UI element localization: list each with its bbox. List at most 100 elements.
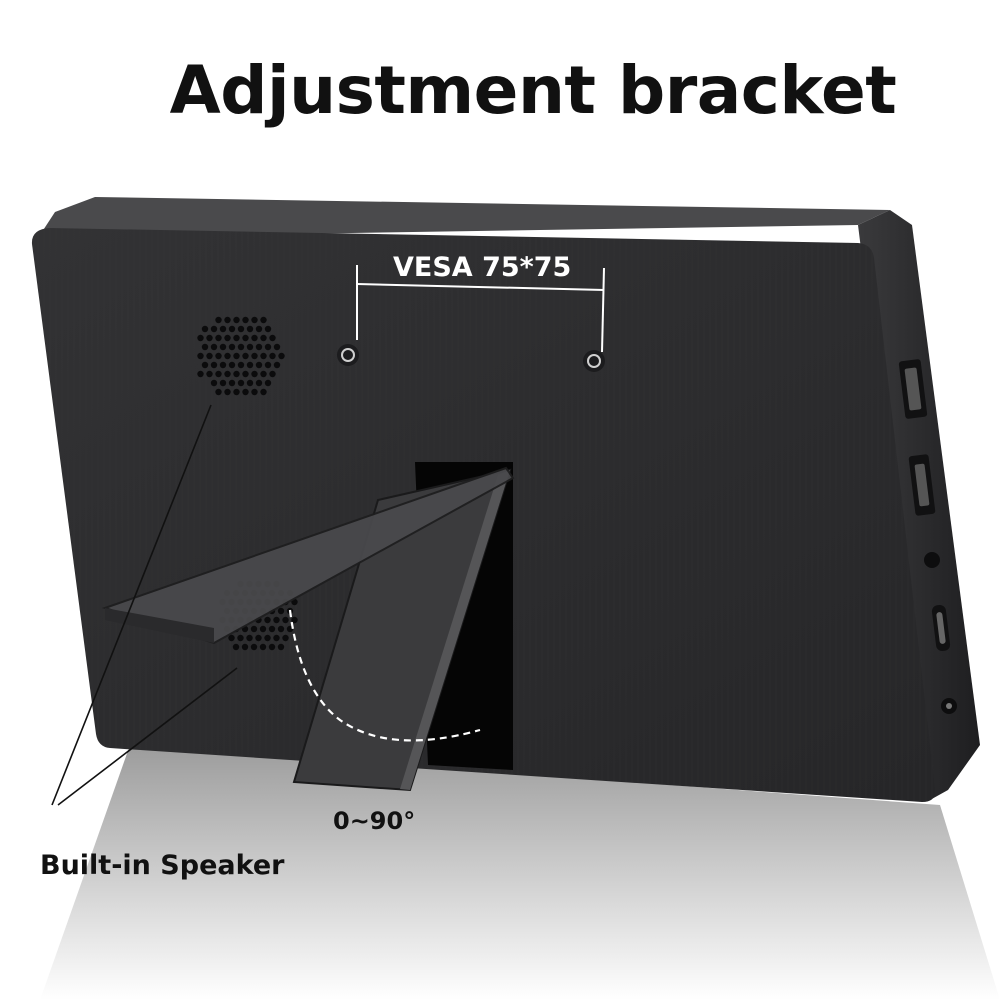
angle-arc (288, 609, 481, 742)
speaker-hole (224, 388, 231, 396)
speaker-grille-top (197, 316, 285, 396)
speaker-hole (210, 361, 218, 369)
hdmi-port-icon (898, 359, 928, 419)
speaker-hole (259, 643, 267, 651)
speaker-hole (241, 643, 249, 651)
speaker-hole (224, 334, 231, 342)
speaker-hole (269, 370, 276, 378)
speaker-hole (201, 325, 209, 333)
speaker-hole (237, 343, 245, 351)
speaker-hole (233, 316, 240, 324)
speaker-hole (215, 370, 222, 378)
speaker-hole (250, 643, 258, 651)
speaker-hole (277, 625, 285, 633)
vesa-dimension-marker (356, 265, 605, 353)
speaker-hole (277, 607, 285, 615)
speaker-hole (282, 634, 289, 642)
speaker-hole (273, 343, 281, 351)
speaker-hole (233, 334, 240, 342)
speaker-hole (264, 325, 272, 333)
speaker-hole (219, 343, 227, 351)
speaker-hole (264, 343, 272, 351)
audio-jack-icon (924, 552, 940, 568)
speaker-hole (251, 388, 258, 396)
speaker-hole (246, 343, 254, 351)
speaker-hole (251, 316, 258, 324)
speaker-hole (197, 334, 204, 342)
usb-c-port-icon (931, 605, 951, 651)
speaker-hole (210, 379, 218, 387)
speaker-hole (251, 352, 258, 360)
speaker-hole (268, 643, 276, 651)
speaker-hole (228, 634, 235, 642)
vesa-screw-hole-right (583, 350, 605, 372)
speaker-hole (232, 643, 240, 651)
speaker-hole (255, 325, 263, 333)
speaker-hole (260, 316, 267, 324)
speaker-hole (215, 316, 222, 324)
speaker-hole (237, 325, 245, 333)
speaker-hole (246, 325, 254, 333)
speaker-hole (250, 625, 258, 633)
speaker-hole (291, 616, 298, 624)
speaker-hole (264, 379, 272, 387)
speaker-hole (233, 388, 240, 396)
speaker-hole (242, 334, 249, 342)
speaker-hole (219, 361, 227, 369)
speaker-hole (210, 325, 218, 333)
speaker-hole (219, 379, 227, 387)
speaker-hole (206, 334, 213, 342)
speaker-hole (224, 370, 231, 378)
speaker-hole (228, 379, 236, 387)
speaker-hole (268, 625, 276, 633)
speaker-hole (197, 352, 204, 360)
page-title: Adjustment bracket (169, 52, 897, 129)
speaker-hole (224, 352, 231, 360)
speaker-pointer-lines (51, 404, 238, 806)
floor-shadow (40, 745, 1000, 1000)
speaker-hole (255, 634, 262, 642)
speaker-hole (215, 334, 222, 342)
speaker-hole (224, 316, 231, 324)
mini-hdmi-port-icon (908, 454, 936, 516)
speaker-hole (259, 625, 267, 633)
speaker-hole (242, 370, 249, 378)
speaker-hole (277, 643, 285, 651)
speaker-hole (237, 634, 244, 642)
speaker-hole (233, 352, 240, 360)
speaker-hole (201, 361, 209, 369)
speaker-hole (260, 388, 267, 396)
speaker-hole (269, 352, 276, 360)
speaker-hole (260, 334, 267, 342)
angle-label: 0~90° (333, 807, 416, 835)
speaker-hole (264, 361, 272, 369)
speaker-hole (242, 388, 249, 396)
speaker-hole (228, 343, 236, 351)
power-jack-icon (941, 698, 957, 714)
speaker-hole (273, 361, 281, 369)
speaker-hole (215, 388, 222, 396)
vesa-screw-hole-left (337, 344, 359, 366)
speaker-hole (282, 616, 289, 624)
speaker-hole (260, 352, 267, 360)
speaker-hole (251, 370, 258, 378)
speaker-hole (206, 370, 213, 378)
speaker-hole (197, 370, 204, 378)
speaker-hole (273, 634, 280, 642)
device-top-edge (38, 197, 890, 238)
speaker-hole (246, 634, 253, 642)
speaker-hole (246, 379, 254, 387)
speaker-hole (237, 361, 245, 369)
speaker-hole (242, 316, 249, 324)
speaker-hole (210, 343, 218, 351)
speaker-hole (264, 634, 271, 642)
speaker-hole (219, 325, 227, 333)
speaker-hole (237, 379, 245, 387)
speaker-hole (246, 361, 254, 369)
speaker-hole (228, 325, 236, 333)
speaker-hole (255, 379, 263, 387)
speaker-hole (206, 352, 213, 360)
speaker-hole (269, 334, 276, 342)
speaker-hole (278, 352, 285, 360)
speaker-hole (264, 616, 271, 624)
